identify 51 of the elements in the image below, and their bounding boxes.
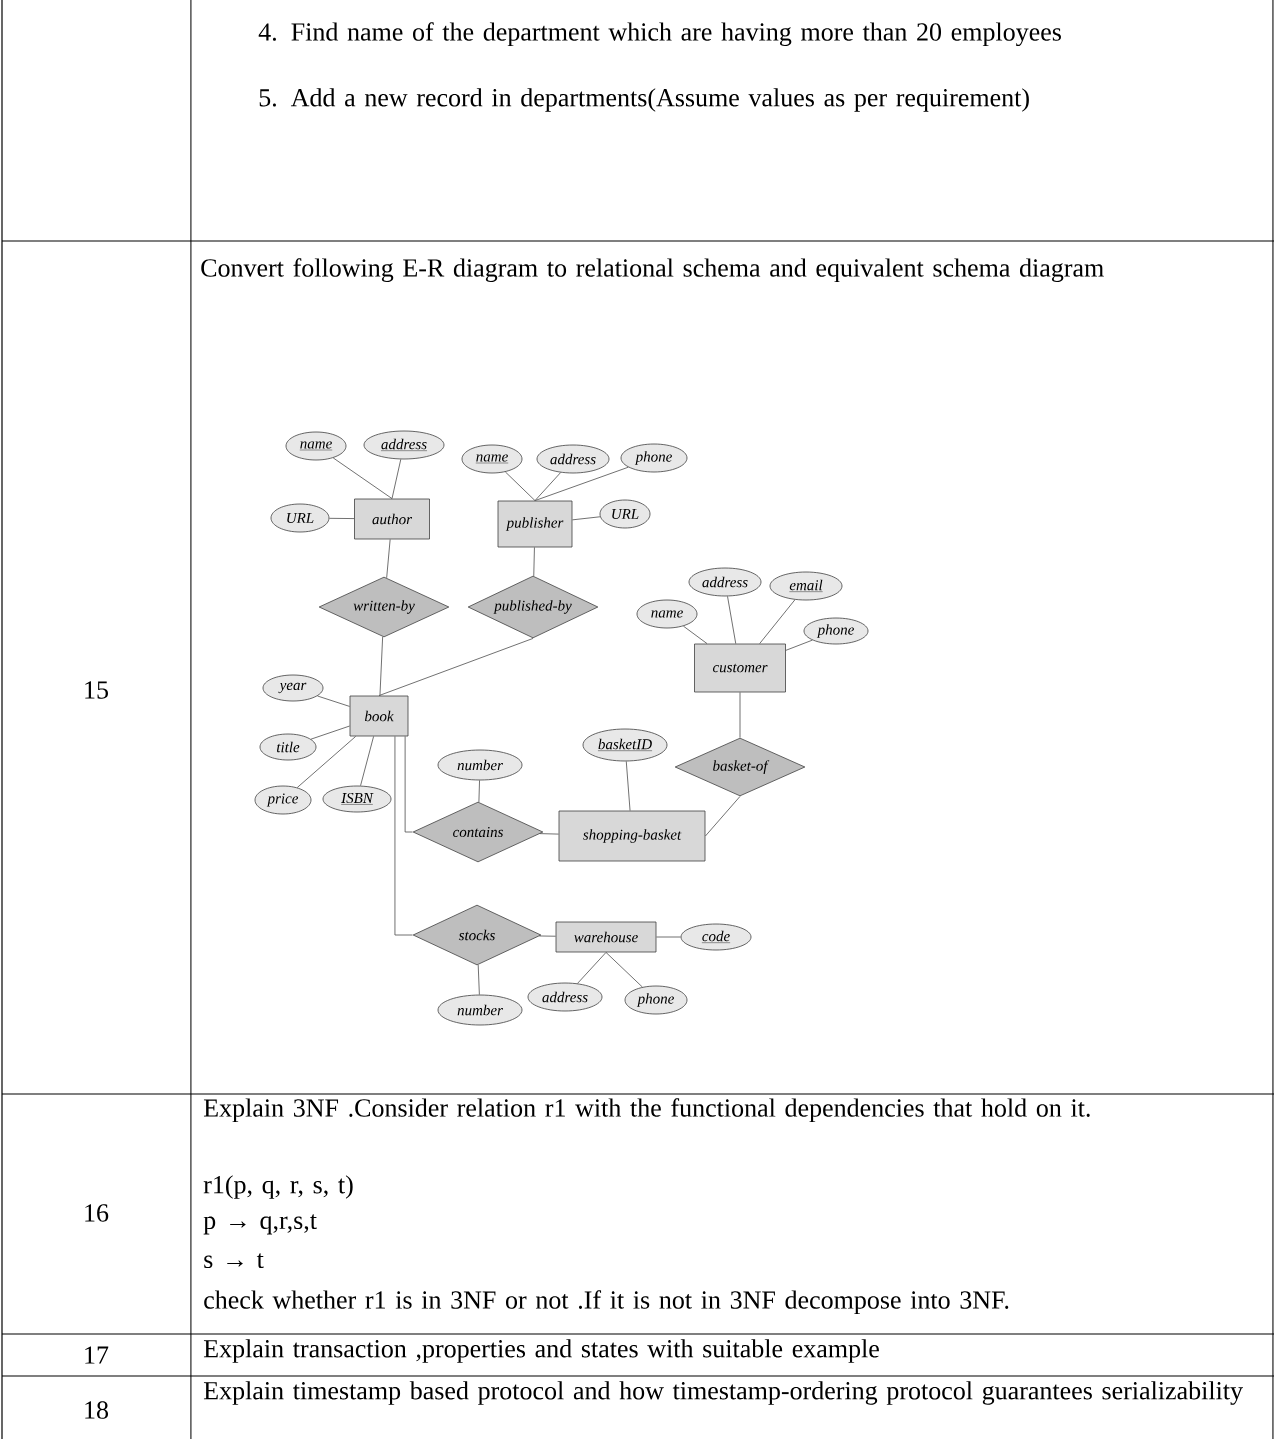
question-text: 5. Add a new record in departments(Assume values as per requirement) bbox=[259, 88, 1029, 112]
question-text: Explain timestamp based protocol and how timestamp-ordering protocol guarantees serializability bbox=[203, 1381, 1243, 1405]
connector-line bbox=[378, 638, 534, 696]
connector-line bbox=[404, 736, 413, 833]
entity-box: book bbox=[349, 695, 409, 737]
entity-box: shopping-basket bbox=[558, 810, 706, 862]
connector-line bbox=[727, 595, 737, 644]
connector-line bbox=[332, 457, 393, 499]
connector-line bbox=[538, 935, 556, 937]
connector-line bbox=[656, 936, 681, 938]
question-text: r1(p, q, r, s, t) bbox=[203, 1175, 353, 1199]
connector-line bbox=[391, 458, 402, 499]
entity-box: author bbox=[354, 498, 430, 540]
question-text: Explain 3NF .Consider relation r1 with the functional dependencies that hold on it. bbox=[203, 1098, 1090, 1123]
connector-line bbox=[539, 833, 559, 835]
connector-line bbox=[310, 725, 350, 740]
connector-line bbox=[577, 952, 607, 984]
connector-line bbox=[572, 516, 601, 521]
connector-line bbox=[394, 736, 413, 936]
connector-line bbox=[379, 636, 384, 696]
connector-line bbox=[477, 964, 480, 995]
connector-line bbox=[317, 695, 350, 707]
row-number: 17 bbox=[85, 1346, 109, 1364]
question-text: Convert following E-R diagram to relational schema and equivalent schema diagram bbox=[201, 258, 1104, 283]
connector-line bbox=[759, 599, 796, 644]
connector-line bbox=[478, 780, 480, 803]
connector-line bbox=[329, 517, 355, 519]
connector-line bbox=[533, 547, 535, 577]
connector-line bbox=[504, 471, 536, 501]
connector-line bbox=[785, 639, 813, 651]
connector-line bbox=[534, 472, 562, 501]
question-text: s → t bbox=[204, 1253, 264, 1269]
connector-line bbox=[605, 952, 643, 988]
row-number: 16 bbox=[85, 1204, 109, 1222]
row-number: 18 bbox=[85, 1401, 108, 1419]
entity-box: customer bbox=[694, 643, 786, 693]
connector-line bbox=[705, 796, 741, 837]
entity-box: warehouse bbox=[555, 921, 657, 953]
question-text: p → q,r,s,t bbox=[203, 1214, 317, 1235]
connector-line bbox=[683, 625, 708, 644]
row-number: 15 bbox=[85, 681, 108, 699]
connector-line bbox=[386, 539, 391, 579]
question-text: Explain transaction ,properties and states with suitable example bbox=[203, 1339, 879, 1363]
connector-line bbox=[534, 466, 629, 501]
question-text: 4. Find name of the department which are having more than 20 employees bbox=[258, 22, 1061, 47]
connector-line bbox=[625, 761, 631, 811]
connector-line bbox=[296, 736, 357, 788]
connector-line bbox=[360, 736, 374, 787]
question-text: check whether r1 is in 3NF or not .If it is not in 3NF decompose into 3NF. bbox=[204, 1290, 1009, 1315]
connector-line bbox=[739, 692, 741, 738]
entity-box: publisher bbox=[497, 500, 573, 548]
